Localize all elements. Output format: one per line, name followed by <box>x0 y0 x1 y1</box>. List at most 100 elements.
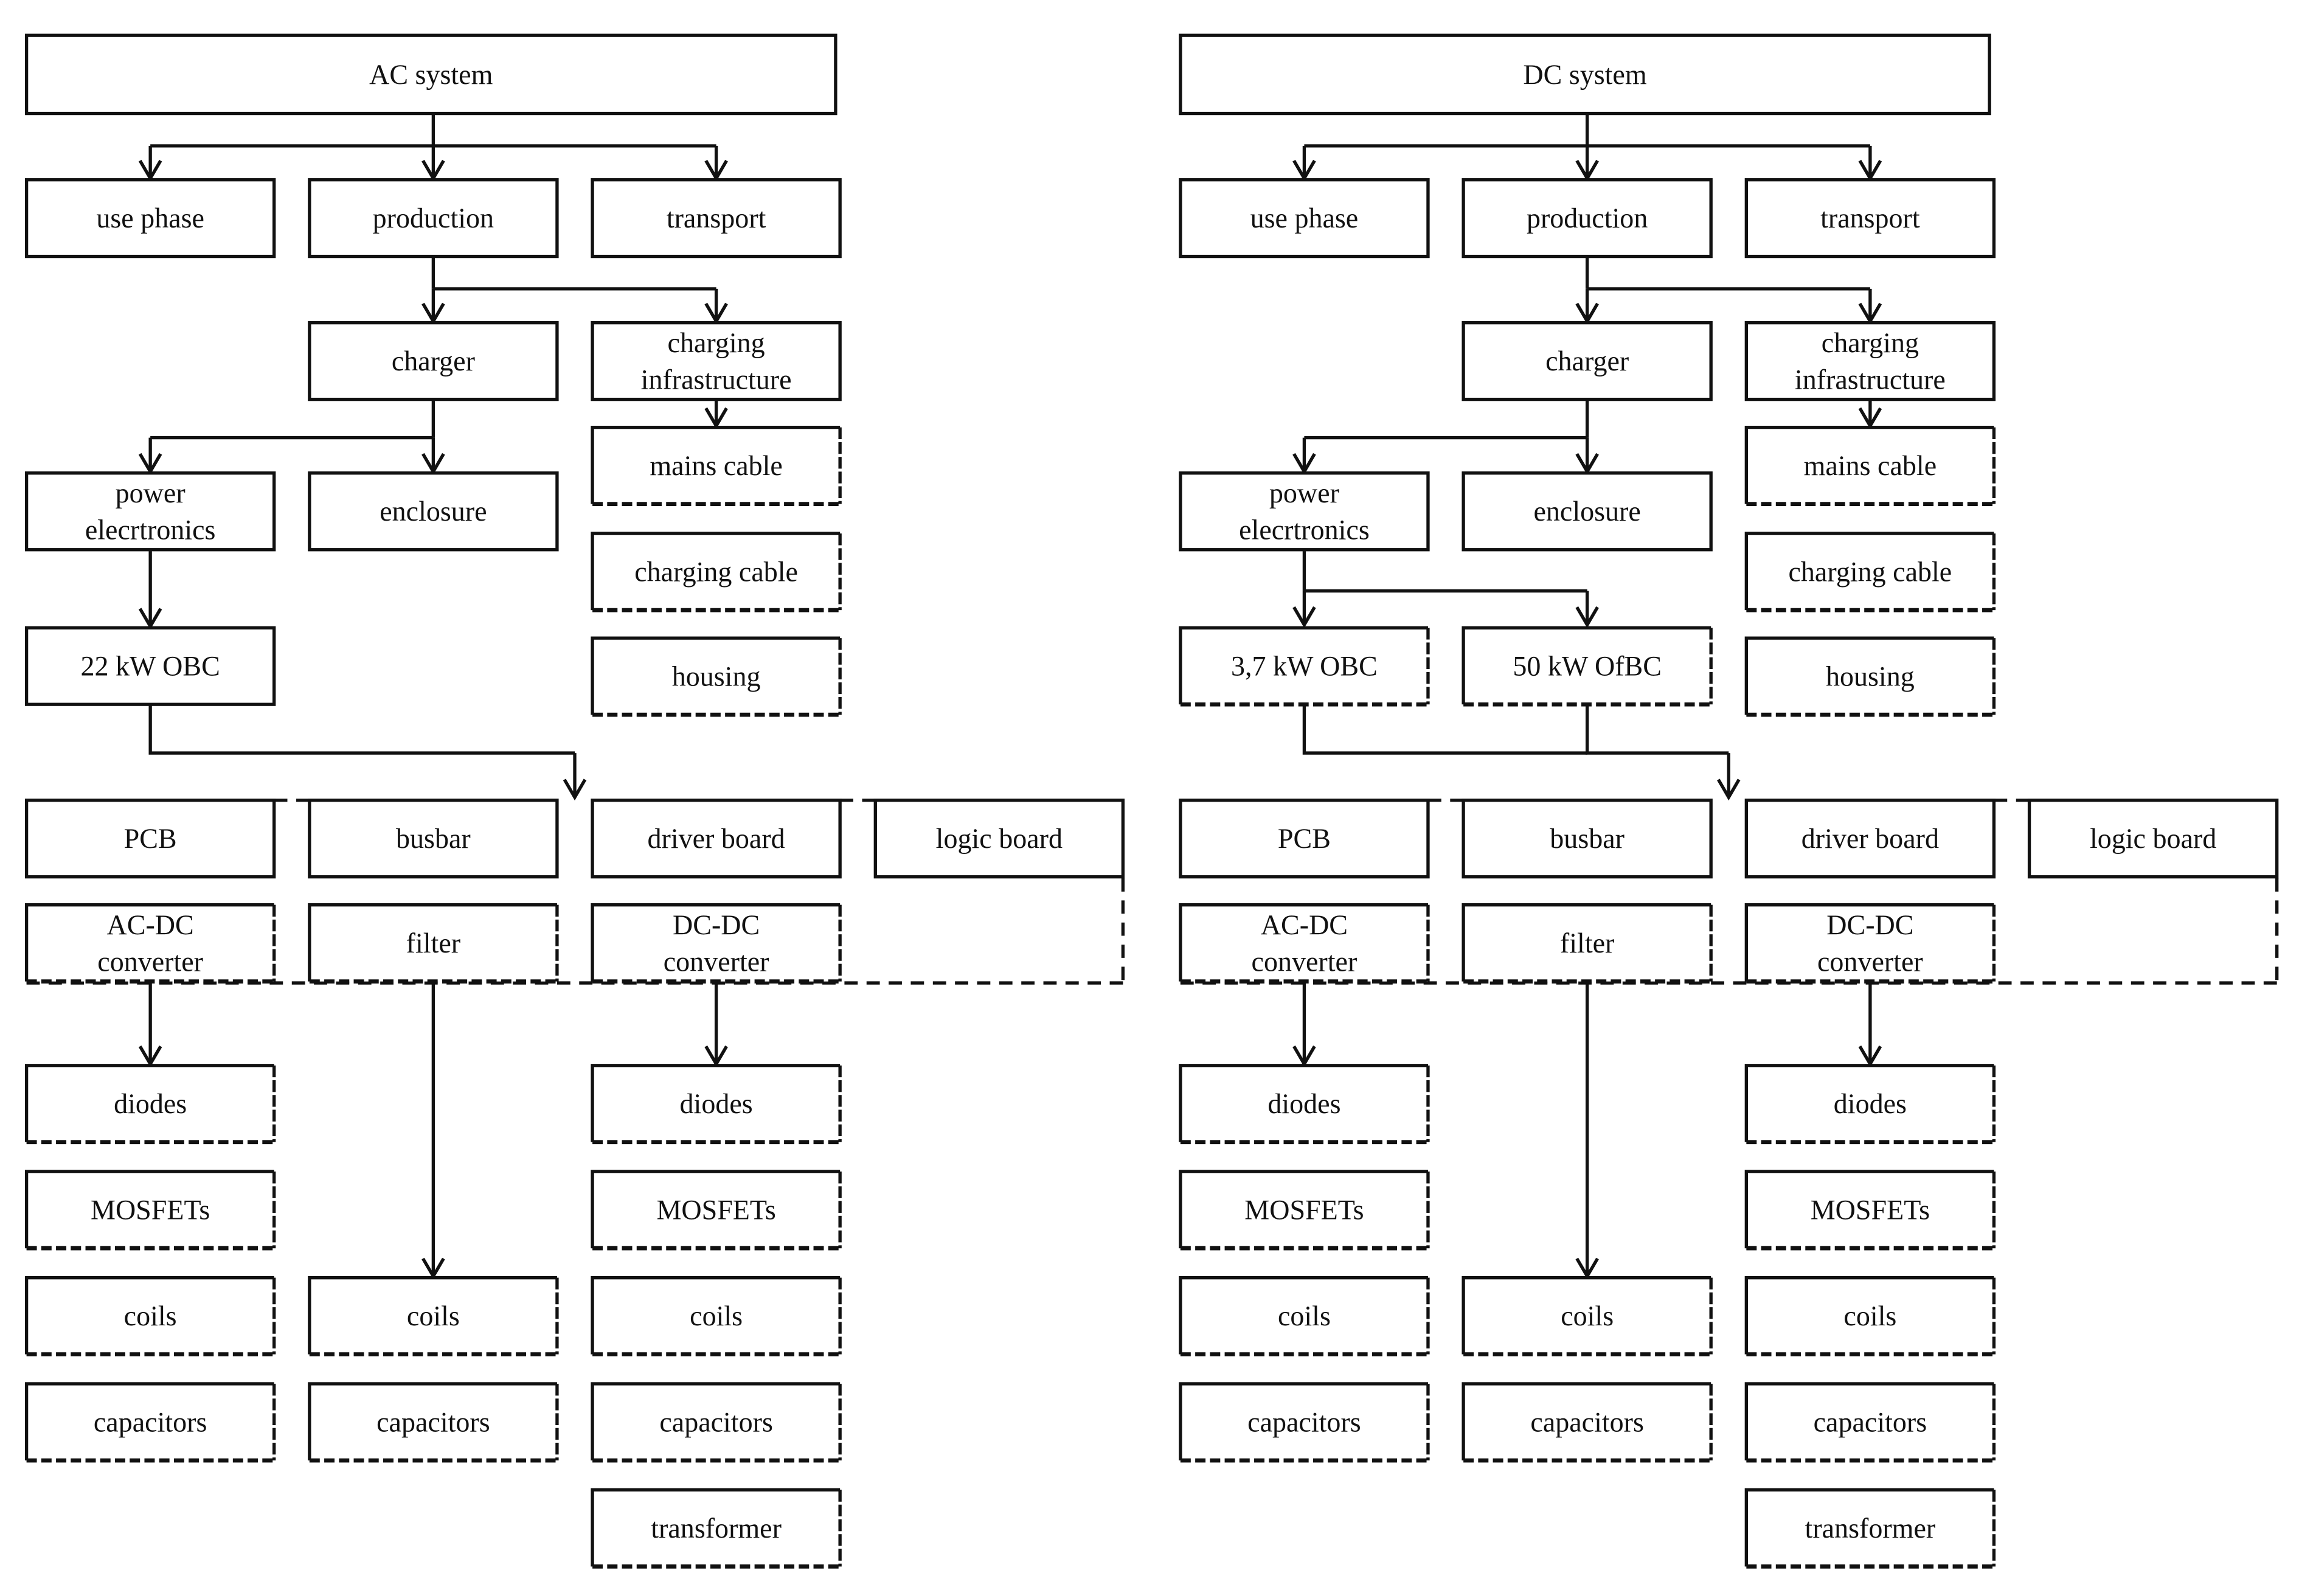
dc-housing-box: housing <box>1744 636 1996 717</box>
dc-charging-cable-box: charging cable <box>1744 532 1996 612</box>
ac-production-box: production <box>308 178 559 258</box>
ac-ac-dc-converter-box-label-line-2: converter <box>97 946 203 977</box>
dc-production-box-frame <box>1462 178 1713 258</box>
ac-system-title: AC system <box>24 33 837 116</box>
dc-production-box: production <box>1462 178 1713 258</box>
ac-charging-infrastructure-box-label-line-2: infrastructure <box>641 364 792 395</box>
ac-dcdc-part-4-label: capacitors <box>659 1407 773 1438</box>
ac-dcdc-part-1-frame <box>591 1064 841 1142</box>
ac-filter-box-frame <box>308 903 557 982</box>
ac-driver-board-box: driver board <box>591 798 842 879</box>
dc-acdc-part-2: MOSFETs <box>1179 1170 1430 1251</box>
dc-acdc-part-1-frame <box>1179 1064 1428 1142</box>
dc-mains-cable-box-frame <box>1744 425 1994 504</box>
ac-logic-board-box: logic board <box>873 798 1125 879</box>
ac-housing-box-bg <box>592 638 841 715</box>
ac-dcdc-part-5-label: transformer <box>651 1513 782 1544</box>
dc-arrow-ofbc-head <box>1575 606 1599 628</box>
ac-obc-box-label: 22 kW OBC <box>81 651 220 682</box>
dc-ofbc-to-components <box>1585 706 1729 755</box>
dc-arrow-components-head <box>1717 779 1741 801</box>
dc-dc-dc-converter-box-label-line-2: converter <box>1817 946 1923 977</box>
dc-dcdc-part-5: transformer <box>1744 1488 1996 1569</box>
ac-acdc-part-3: coils <box>24 1275 276 1357</box>
dc-charger-box-label: charger <box>1545 345 1629 376</box>
ac-ac-dc-converter-box-bg <box>26 904 274 982</box>
ac-pcb-box: PCB <box>24 798 276 879</box>
ac-arrow-components-head <box>563 779 587 801</box>
dc-acdc-part-4: capacitors <box>1179 1382 1430 1463</box>
ac-transport-box-label: transport <box>667 203 766 234</box>
ac-enclosure-box-label: enclosure <box>380 496 487 527</box>
dc-dc-dc-converter-box-label-line-1: DC-DC <box>1826 909 1913 940</box>
ac-dcdc-part-3-frame <box>591 1275 841 1355</box>
dc-pcb-box: PCB <box>1179 798 1430 879</box>
dc-dcdc-part-4: capacitors <box>1744 1382 1996 1463</box>
dc-logic-board-box-label: logic board <box>2090 823 2216 854</box>
ac-logic-board-box-frame <box>873 798 1125 879</box>
dc-filter-part-2: capacitors <box>1462 1382 1713 1463</box>
dc-dc-dc-converter-box-bg <box>1746 904 1994 982</box>
ac-filter-box-label: filter <box>406 928 460 959</box>
dc-dcdc-part-1: diodes <box>1744 1064 1996 1145</box>
dc-power-electronics-box-frame <box>1179 471 1430 552</box>
ac-filter-part-2-frame <box>308 1382 557 1461</box>
dc-housing-box-label: housing <box>1826 661 1915 692</box>
dc-filter-part-1-frame <box>1462 1275 1711 1355</box>
ac-power-electronics-box-label-line-1: power <box>116 477 186 508</box>
ac-charger-box: charger <box>308 321 559 401</box>
ac-mains-cable-box-frame <box>591 425 841 504</box>
ac-filter-part-1-frame <box>308 1275 557 1355</box>
ac-dcdc-part-5-frame <box>591 1488 841 1567</box>
dc-dc-dc-converter-box: DC-DC converter <box>1744 903 1996 984</box>
ac-acdc-part-3-frame <box>24 1275 274 1355</box>
dc-dcdc-part-4-label: capacitors <box>1814 1407 1927 1438</box>
ac-ac-dc-converter-box-frame <box>24 903 274 982</box>
dc-transport-box: transport <box>1744 178 1996 258</box>
dc-busbar-box-frame <box>1462 798 1713 879</box>
ac-use-phase-box-frame <box>24 178 276 258</box>
dc-acdc-part-3-label: coils <box>1278 1300 1331 1331</box>
dc-dc-dc-converter-box-frame <box>1744 903 1994 982</box>
ac-power-electronics-box-frame <box>24 471 276 552</box>
ac-busbar-box-label: busbar <box>396 823 471 854</box>
ac-acdc-part-3-label: coils <box>124 1300 177 1331</box>
dc-logic-board-box-frame <box>2027 798 2279 879</box>
dc-charging-cable-box-label: charging cable <box>1789 557 1952 588</box>
ac-dcdc-part-2-frame <box>591 1170 841 1249</box>
dc-filter-box-bg <box>1463 904 1711 982</box>
ac-busbar-box: busbar <box>308 798 559 879</box>
ac-charger-box-frame <box>308 321 559 401</box>
dc-ofbc-box: 50 kW OfBC <box>1462 626 1713 707</box>
dc-ofbc-box-bg <box>1463 628 1711 705</box>
ac-mains-cable-box-bg <box>592 427 841 504</box>
dc-busbar-box: busbar <box>1462 798 1713 879</box>
ac-housing-box: housing <box>591 636 842 717</box>
ac-dcdc-part-2-label: MOSFETs <box>656 1195 775 1226</box>
dc-filter-part-2-label: capacitors <box>1530 1407 1644 1438</box>
ac-charging-cable-box-frame <box>591 532 841 611</box>
dc-dcdc-part-1-bg <box>1746 1065 1994 1142</box>
dc-filter-part-2-bg <box>1463 1384 1711 1461</box>
ac-filter-part-2-label: capacitors <box>376 1407 490 1438</box>
ac-enclosure-box: enclosure <box>308 471 559 552</box>
ac-dc-dc-converter-box-bg <box>592 904 841 982</box>
dc-acdc-part-2-frame <box>1179 1170 1428 1249</box>
dc-enclosure-box: enclosure <box>1462 471 1713 552</box>
dc-dcdc-part-4-bg <box>1746 1384 1994 1461</box>
ac-obc-box-frame <box>24 626 276 706</box>
dc-driver-board-box: driver board <box>1744 798 1996 879</box>
ac-dcdc-part-3-label: coils <box>690 1300 743 1331</box>
dc-mains-cable-box-label: mains cable <box>1804 450 1937 481</box>
ac-transport-box: transport <box>591 178 842 258</box>
ac-driver-board-box-frame <box>591 798 842 879</box>
ac-acdc-part-4: capacitors <box>24 1382 276 1463</box>
dc-acdc-part-2-label: MOSFETs <box>1244 1195 1364 1226</box>
ac-dcdc-part-1: diodes <box>591 1064 842 1145</box>
dc-system-title: DC system <box>1179 33 1991 116</box>
ac-charging-cable-box-bg <box>592 533 841 611</box>
